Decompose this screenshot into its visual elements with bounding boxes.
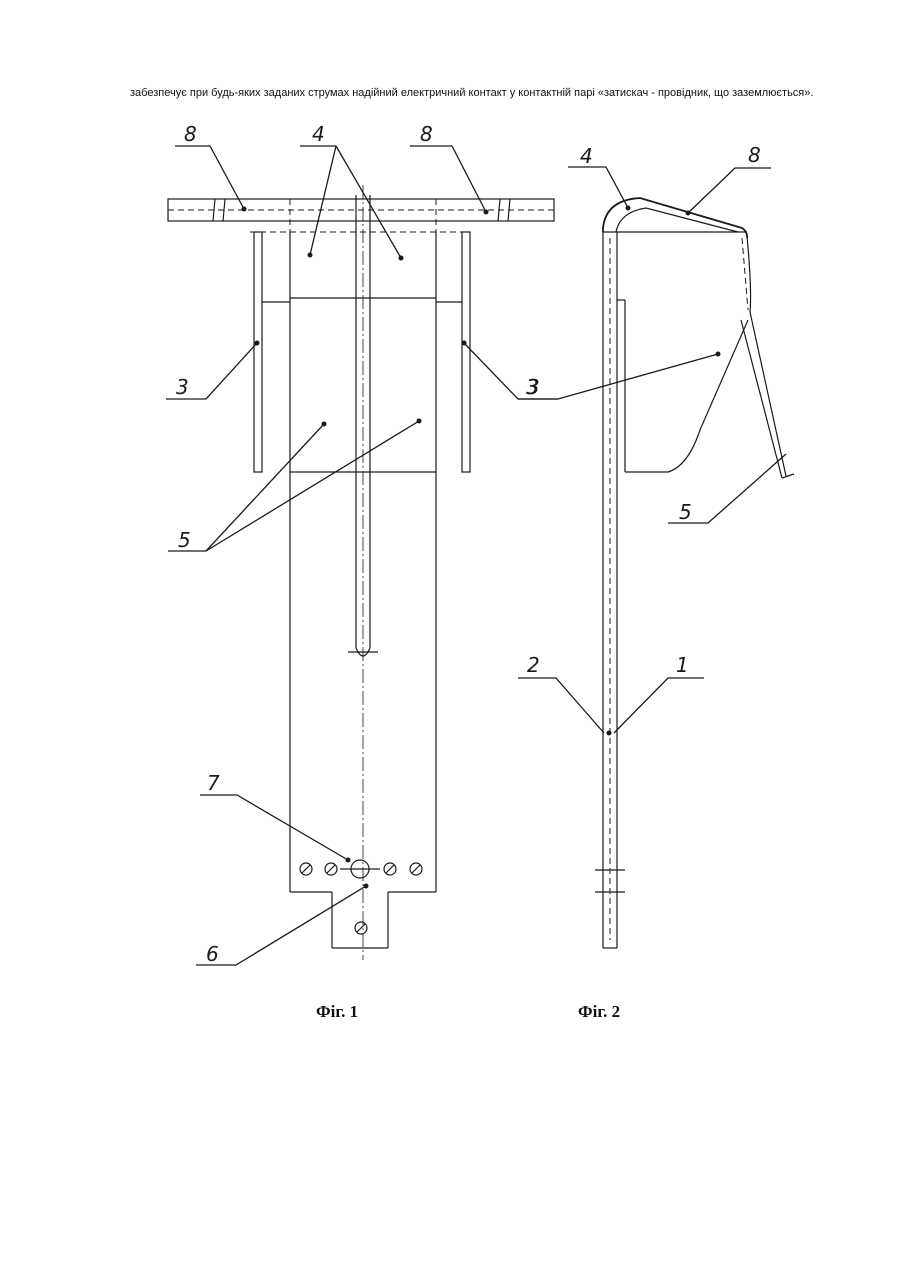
fig1-label-6: 6 (206, 942, 219, 966)
fig2-caption: Фіг. 2 (578, 1002, 620, 1021)
fig1-label-7: 7 (207, 771, 220, 795)
side-springs (254, 232, 470, 472)
fig2-label-1: 1 (676, 653, 689, 677)
fig1-label-3-left: 3 (176, 375, 189, 399)
conductor-bar (168, 199, 554, 221)
fig2-label-3: 3 (527, 375, 540, 399)
fig1-label-4: 4 (312, 122, 325, 146)
side-profile (595, 198, 794, 948)
fig1-caption: Фіг. 1 (316, 1002, 358, 1021)
bolt-holes (300, 860, 422, 934)
central-slot (348, 185, 378, 960)
fig2-label-2: 2 (527, 653, 540, 677)
fig2-label-5: 5 (679, 500, 692, 524)
fig2-label-8: 8 (748, 143, 761, 167)
fig1-label-5: 5 (178, 528, 191, 552)
fig1-callouts: 8 4 8 3 3 5 (166, 122, 558, 966)
clamp-body (250, 199, 470, 948)
fig1-label-8-right: 8 (420, 122, 433, 146)
figure-1: 8 4 8 3 3 5 (166, 122, 558, 1021)
figure-2: 4 8 3 5 2 1 Фіг. 2 (518, 143, 794, 1021)
fig1-label-8-left: 8 (184, 122, 197, 146)
fig2-label-4: 4 (580, 144, 593, 168)
